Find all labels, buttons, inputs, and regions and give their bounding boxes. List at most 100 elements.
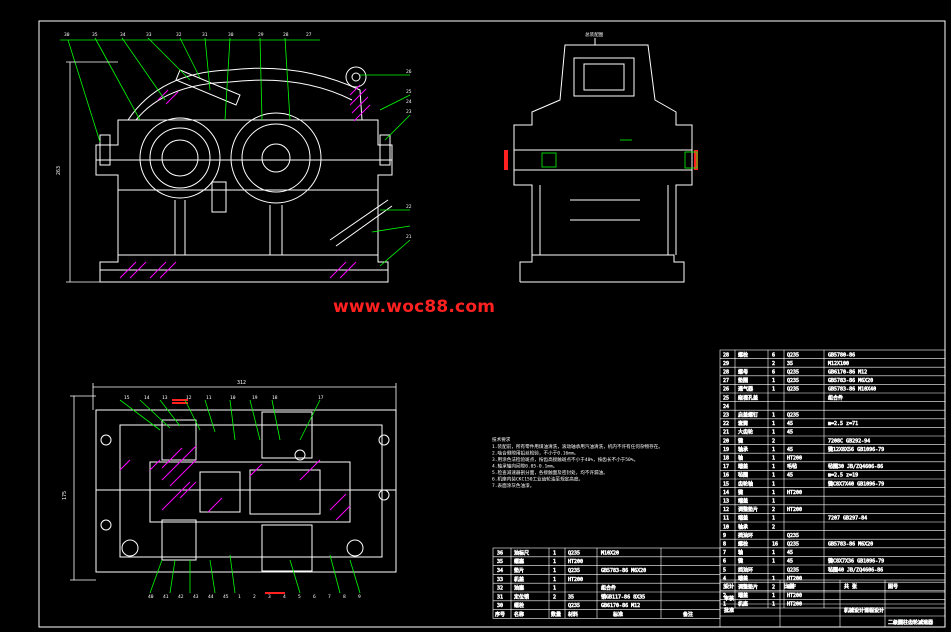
bom-name: 大齿轮 (738, 429, 753, 436)
bom-qty: 1 (772, 499, 775, 505)
bom-row: 13 端盖 1 (723, 497, 776, 505)
bom-mat: HT200 (568, 559, 583, 565)
bom-std: 键12X8X56 GB1096-79 (828, 446, 884, 453)
bom-header-std: 标准 (613, 611, 623, 618)
bom-qty: 1 (772, 447, 775, 453)
tb-design: 设计 (724, 583, 734, 590)
bom-name: 毡圈 (738, 472, 748, 479)
bom-no: 3 (723, 585, 726, 591)
bom-mat: 35 (787, 361, 793, 367)
bom-name: 轴 (738, 549, 743, 556)
bom-no: 19 (723, 447, 729, 453)
bom-name: 端盖 (738, 498, 748, 505)
bom-mat: HT200 (787, 490, 802, 496)
bom-mat: Q235 (787, 413, 799, 419)
bom-name: 窥视孔盖 (738, 394, 758, 401)
bom-mat: Q235 (568, 603, 580, 609)
bom-no: 24 (723, 404, 729, 410)
watermark: www.woc88.com (333, 297, 496, 317)
title-block: 设计审核批准比例共 张图号机械设计课程设计二级圆柱齿轮减速器 (724, 583, 934, 627)
bom-name: 垫片 (514, 567, 524, 574)
bom-qty: 1 (553, 577, 556, 583)
tb-sheet: 共 张 (844, 583, 857, 590)
bom-name: 通气器 (738, 386, 753, 393)
top-dimensions (70, 383, 397, 581)
bom-name: 螺塞 (514, 558, 524, 565)
bom-header-no: 序号 (495, 611, 505, 618)
bom-no: 28 (723, 352, 729, 358)
bom-mat: 45 (787, 559, 793, 565)
bom-mat: Q235 (787, 387, 799, 393)
bom-mat: HT200 (787, 507, 802, 513)
bom-no: 20 (723, 438, 729, 444)
bom-name: 齿轮轴 (738, 480, 753, 487)
bom-std: 销GB117-86 8X35 (601, 593, 645, 600)
bom-qty: 1 (772, 490, 775, 496)
bom-no: 36 (497, 550, 503, 556)
bom-mat: HT200 (787, 602, 802, 608)
bom-std: 毡圈30 JB/ZQ4606-86 (828, 463, 883, 470)
bom-no: 11 (723, 516, 729, 522)
bom-std: 毡圈40 JB/ZQ4606-86 (828, 566, 883, 573)
bom-qty: 1 (772, 473, 775, 479)
bom-no: 4 (723, 576, 726, 582)
top-view-hatching (119, 445, 351, 521)
bom-mat: 毛毡 (787, 463, 797, 470)
bom-mat: Q235 (787, 352, 799, 358)
front-height-dimension (66, 61, 118, 283)
bom-name: 端盖 (738, 463, 748, 470)
bom-std: GB5783-86 M6X20 (828, 378, 873, 384)
bom-qty: 6 (772, 370, 775, 376)
bom-no: 9 (723, 533, 726, 539)
bom-qty: 1 (772, 602, 775, 608)
bom-mat: 45 (787, 430, 793, 436)
bom-header-qty: 数量 (551, 611, 561, 618)
bom-row: 24 (723, 404, 730, 411)
bom-mat: Q235 (787, 567, 799, 573)
bom-header-name: 名称 (514, 611, 524, 618)
bom-qty: 1 (772, 559, 775, 565)
bom-std: GB5783-86 M6X20 (828, 542, 873, 548)
bom-qty: 1 (772, 593, 775, 599)
bom-no: 31 (497, 594, 503, 600)
bom-no: 18 (723, 456, 729, 462)
bom-no: 34 (497, 568, 503, 574)
bom-no: 33 (497, 577, 503, 583)
bom-std: 组合件 (601, 585, 616, 592)
bom-std: 组合件 (828, 394, 843, 401)
bom-std: GB5783-86 M6X20 (601, 568, 646, 574)
bom-name: 调整垫片 (738, 506, 758, 513)
bom-name: 油标尺 (514, 549, 529, 556)
bom-no: 25 (723, 395, 729, 401)
bom-std: GB6170-86 M12 (601, 603, 640, 609)
bom-mat: 45 (787, 421, 793, 427)
bom-qty: 1 (772, 550, 775, 556)
bom-std: M10X20 (601, 550, 619, 556)
bom-mat: Q235 (568, 550, 580, 556)
bom-no: 6 (723, 559, 726, 565)
bom-no: 30 (497, 603, 503, 609)
bom-no: 17 (723, 464, 729, 470)
bom-header-note: 备注 (683, 611, 693, 618)
bom-no: 13 (723, 499, 729, 505)
bom-std: 键C8X7X36 GB1096-79 (828, 558, 884, 565)
bom-qty: 1 (553, 559, 556, 565)
bom-std: 7208C GB292-94 (828, 438, 870, 444)
bom-no: 2 (723, 593, 726, 599)
bom-qty: 1 (772, 464, 775, 470)
bom-qty: 1 (772, 481, 775, 487)
bom-header-mat: 材料 (568, 611, 578, 618)
bom-qty: 1 (772, 456, 775, 462)
bom-qty: 1 (772, 413, 775, 419)
bom-name: 启盖螺钉 (738, 412, 758, 419)
